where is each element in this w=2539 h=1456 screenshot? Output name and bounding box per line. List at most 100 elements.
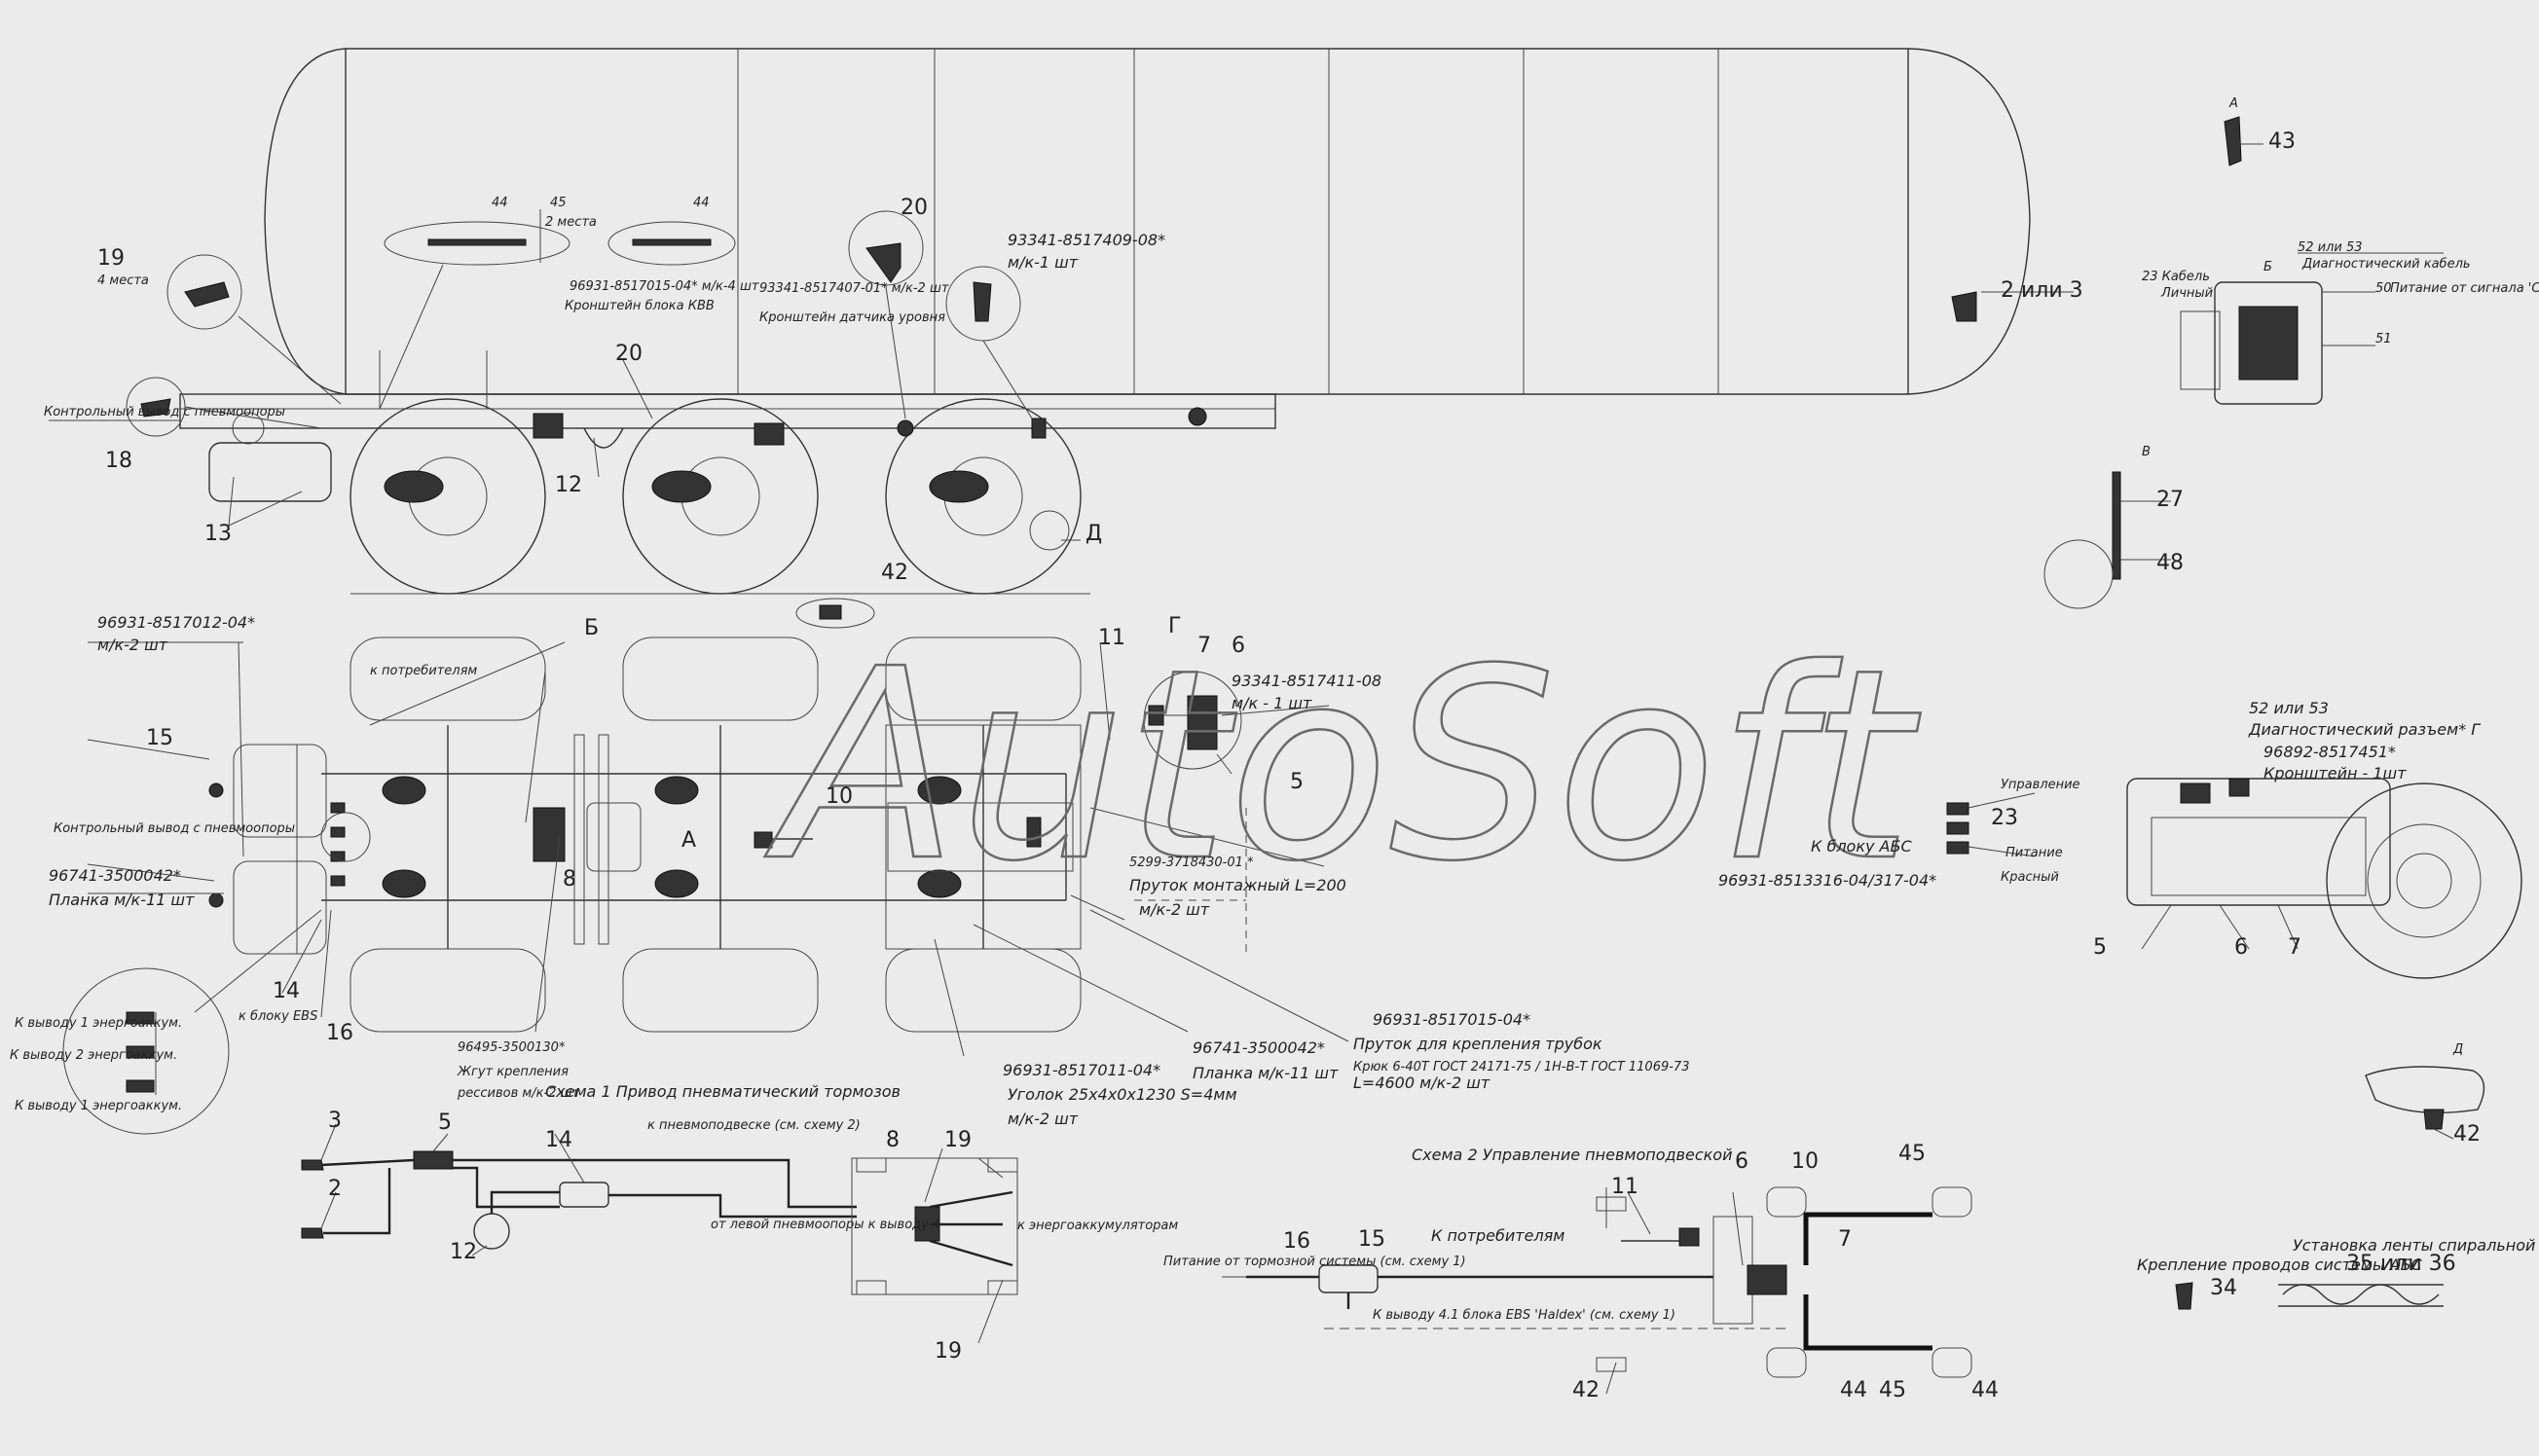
label-93341-011-08: 93341-8517411-08: [1232, 672, 1381, 690]
callout-4-mesta: 4 места: [97, 273, 149, 288]
scheme1-19-b: 19: [935, 1339, 962, 1364]
callout-6: 6: [1232, 634, 1245, 658]
callout-D-br: Д: [2452, 1042, 2463, 1057]
scheme2-45-b: 45: [1879, 1378, 1906, 1402]
label-ugolok: Уголок 25х4х0х1230 S=4мм: [1008, 1085, 1237, 1104]
callout-15: 15: [146, 726, 173, 750]
callout-A-plan: А: [681, 828, 696, 853]
label-kontr-vyvod-2: Контрольный вывод с пневмоопоры: [54, 821, 295, 836]
callout-5-r: 5: [2093, 935, 2107, 960]
label-zhgut-2: рессивов м/к-2 шт: [457, 1086, 579, 1101]
scheme2-title: Схема 2 Управление пневмоподвеской: [1412, 1146, 1732, 1164]
chassis-plan-view: [62, 598, 1349, 1135]
callout-42-br: 42: [2453, 1122, 2481, 1147]
scheme2-6: 6: [1735, 1149, 1748, 1174]
label-kronshtein-kvv: Кронштейн блока КВВ: [565, 299, 715, 313]
scheme-2-suspension: [1222, 1186, 1972, 1395]
label-96931-04-small: 96931-8517015-04* м/к-4 шт: [570, 279, 759, 294]
callout-27: 27: [2156, 488, 2184, 512]
callout-14: 14: [273, 979, 300, 1003]
callout-48: 48: [2156, 551, 2184, 575]
drawing-labels: Контрольный вывод с пневмоопоры Кронштей…: [10, 231, 2539, 1323]
scheme2-42: 42: [1572, 1378, 1600, 1402]
label-k-vyvodu-3: К выводу 1 энергоаккум.: [15, 1099, 182, 1113]
label-96931-011: 96931-8517011-04*: [1003, 1061, 1160, 1079]
label-qty-1: м/к - 1 шт: [1232, 694, 1312, 712]
label-prutok-krepl-sub: Крюк 6-40Т ГОСТ 24171-75 / 1Н-В-Т ГОСТ 1…: [1353, 1060, 1689, 1074]
label-96741-042-b: 96741-3500042*: [1193, 1038, 1325, 1057]
callout-numbers: 19 4 места 18 13 12 20 20 44 45 2 места …: [97, 96, 2481, 1402]
callout-6-r: 6: [2234, 935, 2248, 960]
callout-7: 7: [1197, 634, 1211, 658]
scheme2-10: 10: [1791, 1149, 1819, 1174]
label-k-bloku-abs: К блоку АБС: [1811, 837, 1912, 855]
callout-52-53: 52 или 53: [2298, 240, 2363, 255]
label-96931-316: 96931-8513316-04/317-04*: [1718, 871, 1936, 890]
label-k-bloku-ebs: к блоку EBS: [239, 1009, 317, 1024]
label-qty-2-a: м/к-2 шт: [97, 636, 168, 654]
label-93341-08-top: 93341-8517409-08*: [1008, 231, 1165, 249]
label-96931-012: 96931-8517012-04*: [97, 613, 255, 632]
scheme-1-brakes: [301, 1123, 1018, 1344]
label-96892: 96892-8517451*: [2263, 743, 2396, 761]
label-5299: 5299-3718430-01 *: [1129, 855, 1254, 870]
callout-44-b: 44: [693, 196, 710, 210]
callout-12: 12: [555, 473, 582, 497]
label-prutok-krepl: Пруток для крепления трубок: [1353, 1035, 1602, 1053]
label-upravlenie: Управление: [2001, 778, 2080, 792]
label-k-vyvodu-41: К выводу 4.1 блока EBS 'Haldex' (см. схе…: [1373, 1308, 1675, 1323]
callout-19: 19: [97, 246, 125, 271]
label-k-vyvodu-1: К выводу 1 энергоаккум.: [15, 1016, 182, 1031]
label-k-potrebitelyam: к потребителям: [370, 664, 477, 678]
scheme1-19-a: 19: [944, 1128, 972, 1152]
callout-23-kabel: 23 Кабель: [2142, 270, 2210, 284]
label-pitanie-signal: Питание от сигнала 'СТОП': [2390, 281, 2539, 296]
label-lichnyi: Личный: [2160, 286, 2213, 301]
scheme1-5: 5: [438, 1110, 452, 1135]
scheme2-16: 16: [1283, 1229, 1310, 1254]
callout-43: 43: [2268, 129, 2296, 154]
label-96741-042: 96741-3500042*: [49, 866, 181, 885]
label-qty-2-c: м/к-2 шт: [1008, 1110, 1079, 1128]
callout-13: 13: [204, 522, 232, 546]
label-pitanie: Питание: [2005, 846, 2063, 860]
label-diag-razem: Диагностический разъем* Г: [2248, 720, 2481, 739]
label-kontr-vyvod: Контрольный вывод с пневмоопоры: [44, 405, 285, 419]
callout-45: 45: [550, 196, 567, 210]
label-planka-11-b: Планка м/к-11 шт: [1193, 1064, 1339, 1082]
callout-16: 16: [326, 1021, 353, 1045]
callout-7-r: 7: [2288, 935, 2301, 960]
callout-23: 23: [1991, 806, 2018, 830]
scheme1-14: 14: [545, 1128, 572, 1152]
label-k-energoakk: к энергоаккумуляторам: [1017, 1219, 1178, 1233]
callout-2-mesta: 2 места: [545, 215, 597, 230]
callout-G: Г: [1168, 614, 1181, 638]
scheme2-7: 7: [1838, 1227, 1852, 1252]
label-qty-2-b: м/к-2 шт: [1139, 900, 1210, 919]
label-krasnyi: Красный: [2001, 870, 2059, 885]
label-prutok-l4600: L=4600 м/к-2 шт: [1353, 1074, 1490, 1092]
scheme1-3: 3: [328, 1109, 342, 1133]
scheme1-2: 2: [328, 1177, 342, 1201]
scheme1-title: Схема 1 Привод пневматический тормозов: [545, 1082, 901, 1101]
callout-D: Д: [1086, 522, 1102, 546]
callout-11: 11: [1098, 626, 1125, 650]
callout-B-plan: Б: [584, 616, 599, 640]
scheme2-44-b: 44: [1971, 1378, 1999, 1402]
label-93341-08-top-qty: м/к-1 шт: [1008, 253, 1079, 272]
callout-51: 51: [2375, 332, 2392, 346]
label-ustanovka-lenty: Установка ленты спиральной: [2293, 1236, 2535, 1255]
callout-42-mid: 42: [881, 561, 908, 585]
label-kreplenie-abs: Крепление проводов системы АБС: [2137, 1256, 2423, 1274]
callout-44-a: 44: [492, 196, 508, 210]
label-kronshtein-1sht: Кронштейн - 1шт: [2263, 764, 2407, 783]
callout-5: 5: [1290, 770, 1304, 794]
callout-V: В: [2142, 445, 2151, 459]
watermark-text: AutoSoft: [762, 612, 1925, 919]
scheme2-44-a: 44: [1840, 1378, 1867, 1402]
label-prutok-l200: Пруток монтажный L=200: [1129, 876, 1346, 894]
scheme1-8: 8: [886, 1128, 900, 1152]
label-pitanie-ot-torm: Питание от тормозной системы (см. схему …: [1163, 1255, 1466, 1269]
tank-side-view: [49, 48, 2074, 595]
